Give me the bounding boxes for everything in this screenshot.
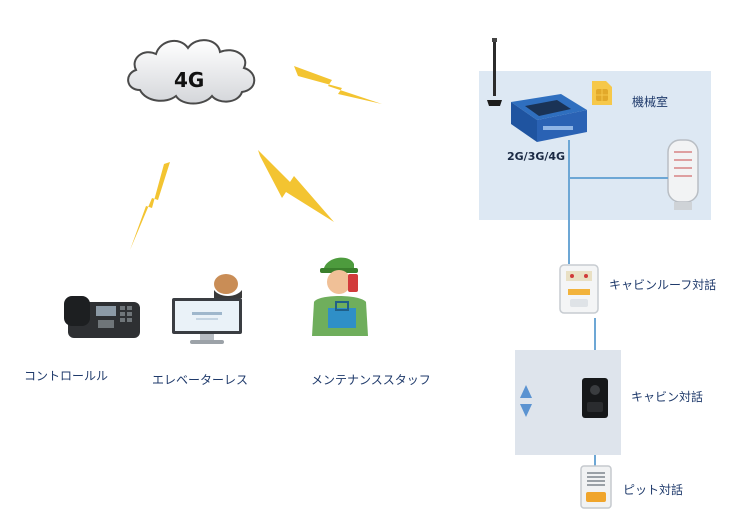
device-label-maintenance-staff: メンテナンススタッフ (311, 373, 431, 387)
cabin-roof-intercom-icon (559, 264, 599, 314)
cloud-4g: 4G (122, 32, 264, 108)
machine-room-label: 機械室 (632, 95, 669, 109)
cabin-intercom-icon (582, 378, 608, 418)
battery-unit-icon (667, 139, 699, 210)
sim-card-icon (592, 81, 612, 105)
lightning-icon (130, 162, 170, 250)
cloud-icon (127, 39, 256, 105)
connector-line (594, 318, 596, 378)
cloud-label: 4G (174, 68, 205, 92)
connector-line (568, 177, 668, 179)
cabin-label: キャビン対話 (631, 390, 704, 404)
desk-phone-icon (64, 296, 140, 338)
cabin-roof-label: キャビンルーフ対話 (609, 278, 717, 292)
maintenance-worker-icon (312, 257, 368, 336)
device-label-control-room: コントロールル (24, 369, 109, 383)
gateway-label: 2G/3G/4G (507, 150, 566, 163)
pit-intercom-icon (580, 465, 612, 509)
device-label-elevator-less: エレベーターレス (152, 373, 249, 387)
gateway-device-icon (511, 94, 587, 142)
pit-label: ピット対話 (623, 483, 684, 497)
antenna-icon (487, 38, 502, 106)
connector-line (568, 140, 570, 264)
lightning-icon (258, 150, 334, 222)
lightning-icon (294, 66, 382, 104)
up-down-arrows-icon (520, 385, 532, 417)
monitor-icon (172, 274, 242, 344)
